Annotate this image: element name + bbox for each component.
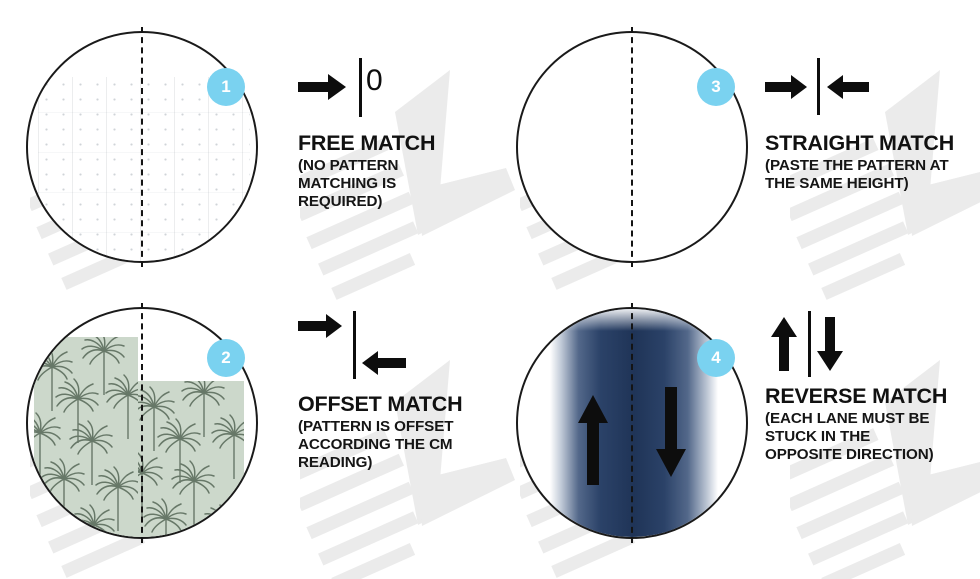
arrow-down-icon: [817, 317, 843, 371]
straight-match-subtitle: (PASTE THE PATTERN AT THE SAME HEIGHT): [765, 157, 949, 193]
seam-dashed-line: [141, 27, 143, 267]
reverse-match-textblock: REVERSE MATCH (EACH LANE MUST BE STUCK I…: [765, 311, 947, 464]
reverse-match-title: REVERSE MATCH: [765, 384, 948, 408]
arrow-up-icon: [578, 395, 608, 485]
reverse-match-circle-wrap: 4: [516, 303, 748, 543]
offset-match-textblock: OFFSET MATCH (PATTERN IS OFFSET ACCORDIN…: [298, 311, 463, 472]
free-match-circle-wrap: 1: [26, 27, 258, 267]
offset-match-icon: [298, 311, 462, 385]
free-match-icon: 0: [298, 58, 435, 122]
straight-match-title: STRAIGHT MATCH: [765, 131, 955, 155]
straight-match-circle-wrap: 3: [516, 27, 748, 267]
arrow-left-icon: [827, 75, 869, 99]
offset-match-subtitle: (PATTERN IS OFFSET ACCORDING THE CM READ…: [298, 418, 454, 472]
panel-number-badge: 2: [207, 339, 245, 377]
reverse-match-subtitle: (EACH LANE MUST BE STUCK IN THE OPPOSITE…: [765, 410, 934, 464]
free-match-title: FREE MATCH: [298, 131, 436, 155]
offset-match-title: OFFSET MATCH: [298, 392, 463, 416]
panel-number-badge: 1: [207, 68, 245, 106]
lane-top-fade: [550, 309, 718, 331]
plain-texture-swatch: [38, 77, 250, 261]
palm-pattern-icon: [138, 381, 244, 537]
palm-swatch-left: [34, 337, 138, 537]
arrow-right-icon: [765, 75, 807, 99]
reverse-match-icon: [765, 311, 947, 379]
seam-dashed-line: [631, 303, 633, 543]
free-match-textblock: 0 FREE MATCH (NO PATTERN MATCHING IS REQ…: [298, 58, 436, 211]
vertical-seam-bar: [808, 311, 812, 377]
seam-dashed-line: [631, 27, 633, 267]
straight-match-icon: [765, 58, 954, 122]
straight-match-textblock: STRAIGHT MATCH (PASTE THE PATTERN AT THE…: [765, 58, 954, 193]
palm-swatch-right: [138, 381, 244, 537]
arrow-up-icon: [771, 317, 797, 371]
panel-number-badge: 4: [697, 339, 735, 377]
palm-pattern-icon: [34, 337, 138, 537]
arrow-down-icon: [656, 387, 686, 477]
vertical-seam-bar: [359, 58, 363, 117]
arrow-left-icon: [362, 351, 406, 375]
vertical-seam-bar: [817, 58, 821, 115]
arrow-right-icon: [298, 74, 346, 100]
zero-label: 0: [366, 64, 383, 97]
vertical-seam-bar: [353, 311, 357, 379]
panel-number-badge: 3: [697, 68, 735, 106]
offset-match-circle-wrap: 2: [26, 303, 258, 543]
free-match-subtitle: (NO PATTERN MATCHING IS REQUIRED): [298, 157, 399, 211]
seam-dashed-line: [141, 303, 143, 543]
arrow-right-icon: [298, 314, 342, 338]
